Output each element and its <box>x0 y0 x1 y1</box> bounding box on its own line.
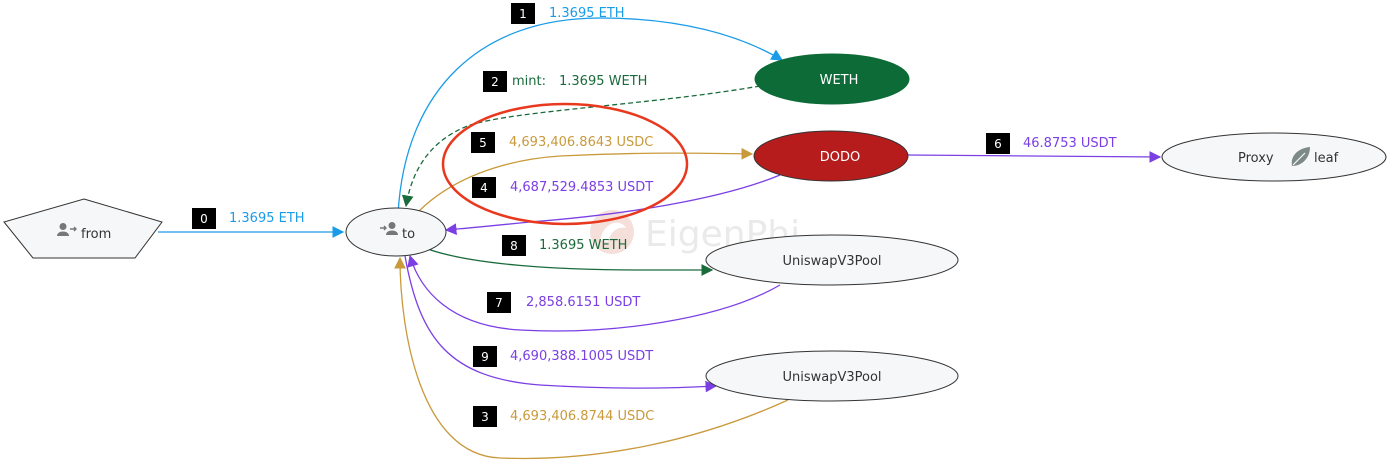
step-badge-4: 4 <box>480 181 488 195</box>
edge-label-1: 1 1.3695 ETH <box>511 3 625 24</box>
edge-6 <box>907 151 1162 163</box>
edge-7 <box>407 254 781 332</box>
node-dodo-label: DODO <box>820 150 861 165</box>
edge-amount-4: 4,687,529.4853 USDT <box>510 180 653 195</box>
step-badge-0: 0 <box>200 212 208 226</box>
node-from-label: from <box>81 227 111 242</box>
edge-amount-5: 4,693,406.8643 USDC <box>509 135 653 150</box>
edge-amount-1: 1.3695 ETH <box>549 6 625 21</box>
highlight-circle <box>441 102 689 226</box>
node-proxy-icon-label: leaf <box>1314 151 1339 166</box>
edge-label-2: 2 mint: 1.3695 WETH <box>483 71 647 92</box>
edge-amount-7: 2,858.6151 USDT <box>526 295 640 310</box>
edge-amount-2: 1.3695 WETH <box>559 74 647 89</box>
user-out-icon <box>57 223 77 236</box>
edge-2 <box>401 85 761 208</box>
node-weth[interactable]: WETH <box>754 53 910 105</box>
user-in-icon <box>380 222 398 235</box>
node-proxy-label: Proxy <box>1238 151 1274 166</box>
edge-3 <box>394 256 789 460</box>
node-uniswap-pool-2[interactable]: UniswapV3Pool <box>705 350 959 402</box>
node-to[interactable]: to <box>345 207 447 257</box>
node-dodo[interactable]: DODO <box>753 130 909 182</box>
edge-label-4: 4 4,687,529.4853 USDT <box>472 177 653 198</box>
edge-amount-6: 46.8753 USDT <box>1023 136 1117 151</box>
step-badge-6: 6 <box>994 137 1002 151</box>
edge-5 <box>417 147 754 213</box>
step-badge-2: 2 <box>491 75 499 89</box>
edge-label-0: 0 1.3695 ETH <box>192 208 305 229</box>
edge-label-9: 9 4,690,388.1005 USDT <box>473 346 653 367</box>
edge-9 <box>404 255 718 393</box>
node-proxy[interactable]: Proxy leaf <box>1161 132 1387 182</box>
edge-amount-8: 1.3695 WETH <box>539 238 627 253</box>
node-pool1-label: UniswapV3Pool <box>782 254 881 269</box>
edge-label-6: 6 46.8753 USDT <box>986 133 1117 154</box>
edge-1 <box>397 17 784 215</box>
step-badge-7: 7 <box>495 296 503 310</box>
step-badge-1: 1 <box>519 7 527 21</box>
node-uniswap-pool-1[interactable]: UniswapV3Pool <box>705 234 959 286</box>
edge-amount-9: 4,690,388.1005 USDT <box>510 349 653 364</box>
node-from[interactable]: from <box>3 198 163 259</box>
step-badge-3: 3 <box>481 410 489 424</box>
edge-label-3: 3 4,693,406.8744 USDC <box>473 406 654 427</box>
edge-4 <box>444 174 781 235</box>
edge-amount-3: 4,693,406.8744 USDC <box>510 409 654 424</box>
step-badge-9: 9 <box>481 350 489 364</box>
edge-prefix-2: mint: <box>512 74 546 89</box>
edge-label-5: 5 4,693,406.8643 USDC <box>471 132 653 153</box>
edge-8 <box>424 247 714 276</box>
node-weth-label: WETH <box>820 73 859 88</box>
step-badge-5: 5 <box>479 136 487 150</box>
edge-amount-0: 1.3695 ETH <box>229 211 305 226</box>
node-pool2-label: UniswapV3Pool <box>782 370 881 385</box>
edge-label-8: 8 1.3695 WETH <box>502 235 627 256</box>
node-to-label: to <box>402 227 415 242</box>
leaf-icon <box>1291 147 1310 166</box>
step-badge-8: 8 <box>510 239 518 253</box>
edge-label-7: 7 2,858.6151 USDT <box>487 292 640 313</box>
